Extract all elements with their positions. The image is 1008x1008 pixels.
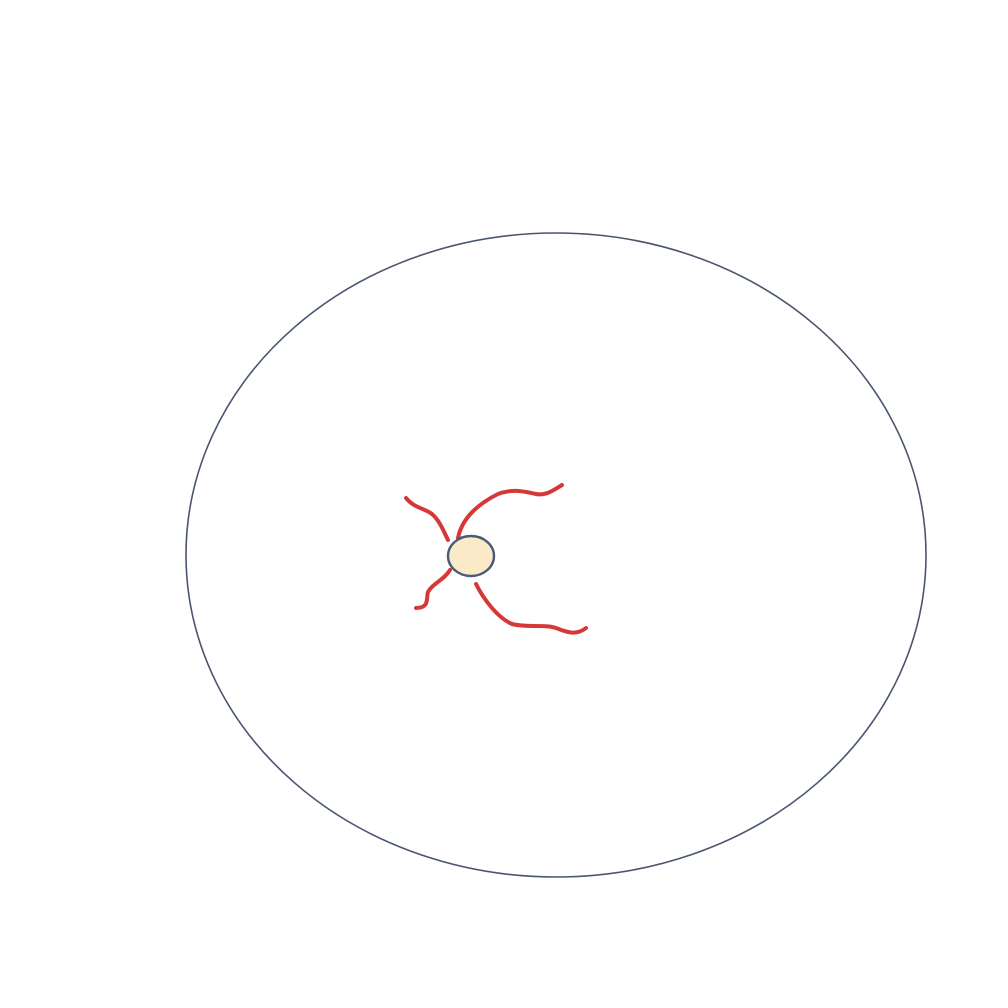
- tendril-lower-left: [414, 568, 452, 610]
- tendril-upper-right: [456, 483, 564, 540]
- outer-boundary-ellipse: [185, 232, 927, 878]
- tendril-lower-right: [474, 582, 588, 635]
- tendril-upper-left: [404, 496, 450, 542]
- nucleus-ellipse: [446, 534, 496, 578]
